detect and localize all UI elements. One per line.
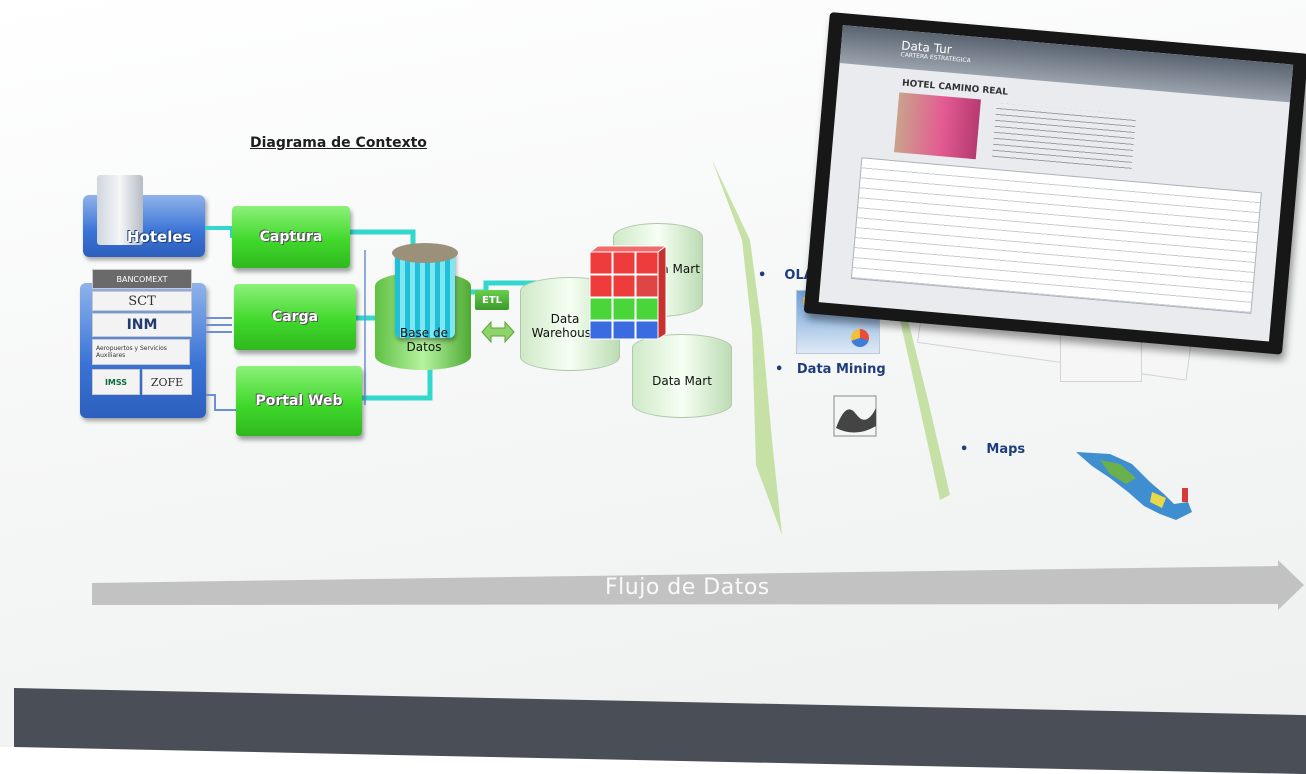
data-warehouse-label: Data Warehouse [531, 312, 599, 340]
zofe-logo: ZOFE [142, 369, 192, 395]
database-label: Base de Datos [399, 326, 449, 354]
hotel-building-icon [97, 175, 143, 245]
bancomext-logo: BANCOMEXT [92, 269, 192, 289]
data-mining-surface-icon [833, 395, 877, 437]
maps-label: Maps [986, 442, 1026, 457]
monitor-screen: Data Tur CARTERA ESTRATEGICA HOTEL CAMIN… [818, 25, 1294, 342]
inm-logo: INM [92, 313, 192, 337]
maps-bullet: • Maps [960, 442, 1026, 457]
data-mining-bullet: • Data Mining [775, 362, 886, 377]
flow-label: Flujo de Datos [605, 575, 770, 600]
data-mining-label: Data Mining [796, 362, 886, 377]
asa-logo: Aeropuertos y Servicios Auxiliares [92, 339, 190, 365]
captura-process: Captura [232, 206, 350, 268]
olap-cube-icon [588, 245, 668, 340]
diagram-title: Diagrama de Contexto [250, 135, 427, 151]
carga-process: Carga [234, 284, 356, 350]
database-server-cap [392, 243, 458, 263]
hotel-details [991, 102, 1137, 173]
data-mart-bottom-label: Data Mart [652, 374, 712, 388]
data-mart-bottom-cylinder [632, 334, 732, 418]
etl-box: ETL [475, 290, 509, 310]
monitor: Data Tur CARTERA ESTRATEGICA HOTEL CAMIN… [803, 12, 1306, 355]
imss-logo: IMSS [92, 369, 140, 395]
database-server-icon [395, 248, 455, 338]
hotels-source: Hoteles [83, 175, 205, 257]
agencies-source: BANCOMEXT SCT INM Aeropuertos y Servicio… [80, 269, 206, 418]
portal-web-process: Portal Web [236, 366, 362, 436]
hotels-label: Hoteles [127, 228, 192, 246]
sct-logo: SCT [92, 291, 192, 311]
connector-lines [205, 160, 950, 535]
data-table [850, 157, 1262, 314]
flow-arrow [92, 560, 1304, 610]
hotel-photo [894, 92, 981, 160]
mexico-map-icon [1076, 452, 1192, 520]
olap-pie-icon [851, 329, 869, 347]
